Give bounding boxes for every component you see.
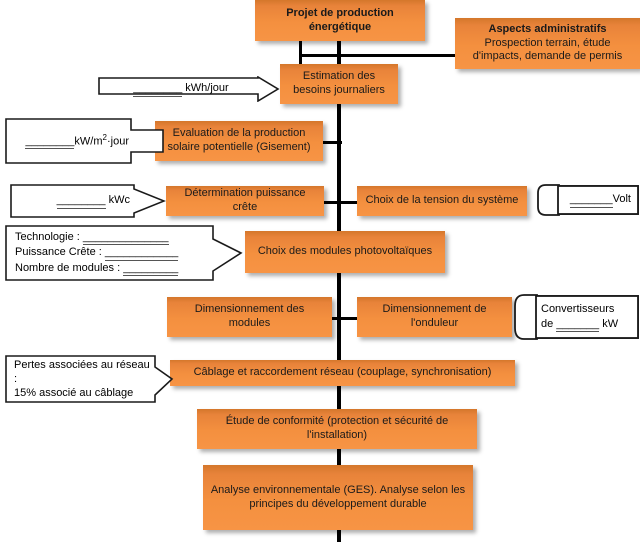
callout-kwh-jour-unit: kWh/jour — [185, 82, 229, 95]
callout-kwc-text: ________ kWc — [56, 193, 130, 209]
callout-modules-specs-row-label: Technologie : — [15, 231, 80, 244]
node-estimation-besoins-label: Estimation des besoins journaliers — [293, 70, 385, 96]
callout-kw-m2-jour-unit: kW/m — [74, 135, 103, 148]
node-estimation-besoins[interactable]: Estimation des besoins journaliers — [280, 64, 398, 104]
node-etude-conformite[interactable]: Étude de conformité (protection et sécur… — [197, 409, 477, 449]
node-choix-tension-label: Choix de la tension du système — [365, 194, 519, 207]
connector-project-drop — [299, 40, 302, 80]
node-cablage-raccordement-label: Câblage et raccordement réseau (couplage… — [193, 366, 492, 379]
connector-gisement-stub — [320, 141, 342, 144]
node-analyse-environnementale[interactable]: Analyse environnementale (GES). Analyse … — [203, 465, 473, 530]
callout-kw-m2-jour-text: ________kW/m2·jour — [13, 133, 131, 150]
callout-pertes-reseau-line1: Pertes associées au réseau : — [14, 358, 150, 385]
callout-volt-unit: Volt — [612, 193, 631, 206]
connector-project-admin — [300, 54, 455, 57]
node-aspects-administratifs[interactable]: Aspects administratifs Prospection terra… — [455, 18, 640, 69]
spine-connector-top — [337, 40, 341, 542]
node-cablage-raccordement[interactable]: Câblage et raccordement réseau (couplage… — [170, 360, 515, 386]
callout-kwh-jour-text: ________ kWh/jour — [133, 81, 229, 97]
callout-convertisseurs-suffix: kW — [602, 317, 619, 330]
connector-dimensionnement-stub — [320, 317, 360, 320]
node-dimensionnement-modules[interactable]: Dimensionnement des modules — [167, 297, 332, 337]
callout-volt-text: _______Volt — [569, 192, 635, 208]
callout-modules-specs-row-label: Puissance Crête : — [15, 246, 102, 259]
node-determination-puissance-crete-label: Détermination puissance crête — [184, 187, 306, 213]
node-aspects-administratifs-body: Prospection terrain, étude d'impacts, de… — [472, 36, 623, 63]
callout-kw-m2-jour-blank: ________ — [25, 134, 75, 150]
connector-tension-stub — [337, 201, 359, 204]
callout-convertisseurs[interactable]: Convertisseurs de _______ kW — [513, 294, 639, 340]
node-dimensionnement-modules-label: Dimensionnement des modules — [194, 303, 305, 329]
callout-pertes-reseau[interactable]: Pertes associées au réseau : 15% associé… — [5, 355, 175, 403]
callout-modules-specs-row: Technologie : ______________ — [15, 230, 211, 246]
node-choix-modules-pv-label: Choix des modules photovoltaïques — [257, 245, 433, 258]
callout-pertes-reseau-line2: 15% associé au câblage — [14, 387, 134, 400]
callout-kwh-jour[interactable]: ________ kWh/jour — [98, 76, 280, 102]
callout-convertisseurs-blank: _______ — [556, 317, 600, 332]
node-evaluation-gisement[interactable]: Evaluation de la production solaire pote… — [155, 121, 323, 161]
node-dimensionnement-onduleur[interactable]: Dimensionnement de l'onduleur — [357, 297, 512, 337]
node-dimensionnement-onduleur-label: Dimensionnement de l'onduleur — [382, 303, 487, 329]
node-etude-conformite-label: Étude de conformité (protection et sécur… — [225, 415, 449, 441]
node-aspects-administratifs-title: Aspects administratifs — [488, 22, 607, 35]
callout-kw-m2-jour-unit-suffix: ·jour — [106, 135, 129, 148]
callout-convertisseurs-line1: Convertisseurs — [541, 303, 615, 316]
callout-modules-specs[interactable]: Technologie : ______________ Puissance C… — [5, 225, 245, 281]
callout-kwc-unit: kWc — [108, 194, 130, 207]
callout-modules-specs-row-blank: ____________ — [104, 245, 179, 261]
node-choix-modules-pv[interactable]: Choix des modules photovoltaïques — [245, 231, 445, 273]
callout-kwc-blank: ________ — [56, 193, 106, 209]
callout-volt[interactable]: _______Volt — [537, 184, 639, 216]
callout-convertisseurs-prefix: de — [541, 317, 554, 330]
connector-puissance-crete-stub — [320, 201, 342, 204]
node-determination-puissance-crete[interactable]: Détermination puissance crête — [166, 186, 324, 216]
callout-kwh-jour-blank: ________ — [133, 81, 183, 97]
node-evaluation-gisement-label: Evaluation de la production solaire pote… — [167, 127, 311, 153]
callout-convertisseurs-line2: de _______ kW — [541, 317, 635, 332]
node-projet-production[interactable]: Projet de production énergétique — [255, 0, 425, 41]
callout-volt-blank: _______ — [569, 192, 613, 208]
callout-kwc[interactable]: ________ kWc — [10, 184, 166, 218]
callout-modules-specs-row: Puissance Crête : ____________ — [15, 245, 211, 261]
node-projet-production-label: Projet de production énergétique — [286, 6, 394, 33]
callout-modules-specs-row-blank: _________ — [123, 261, 179, 276]
callout-modules-specs-row-label: Nombre de modules : — [15, 261, 121, 274]
callout-kw-m2-jour-exponent: 2 — [102, 132, 107, 142]
callout-kw-m2-jour[interactable]: ________kW/m2·jour — [5, 118, 165, 164]
callout-modules-specs-row-blank: ______________ — [82, 230, 169, 246]
callout-modules-specs-row: Nombre de modules : _________ — [15, 261, 211, 276]
node-analyse-environnementale-label: Analyse environnementale (GES). Analyse … — [210, 483, 466, 510]
node-choix-tension[interactable]: Choix de la tension du système — [357, 186, 527, 216]
